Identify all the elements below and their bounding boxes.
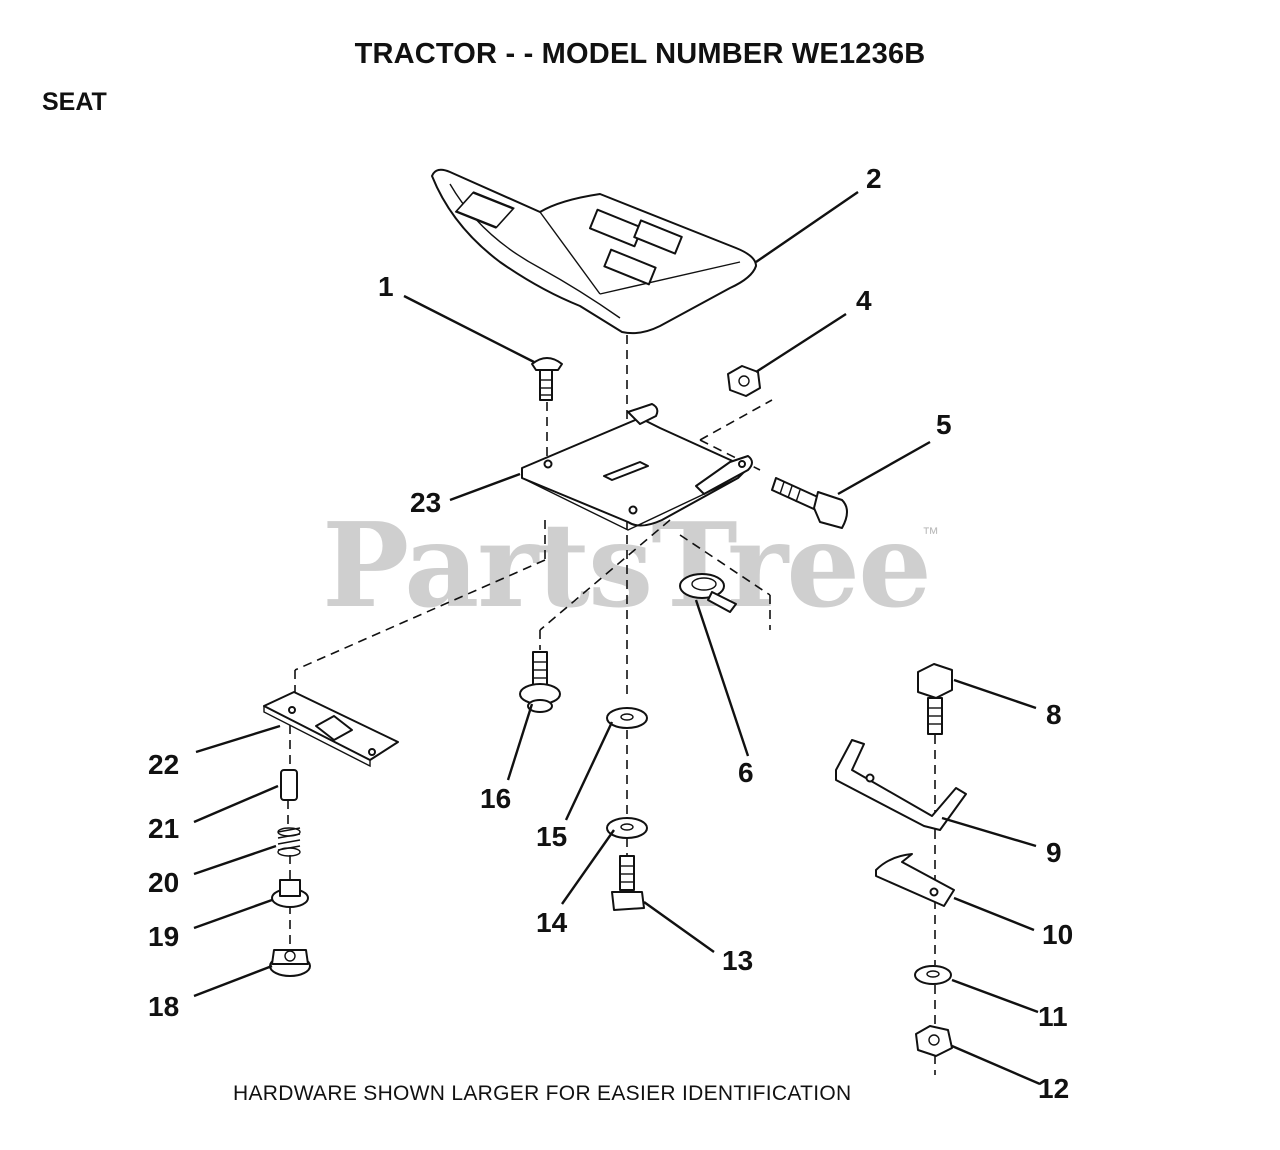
spring-clip-part — [679, 573, 737, 613]
lock-nut-part — [915, 1025, 953, 1057]
flange-nut-part — [269, 949, 311, 977]
callout-22: 22 — [148, 749, 179, 780]
callout-6: 6 — [738, 757, 754, 788]
callout-5: 5 — [936, 409, 952, 440]
trademark-symbol: ™ — [922, 524, 939, 543]
pin-part — [280, 769, 298, 801]
callout-12: 12 — [1038, 1073, 1069, 1104]
slide-bracket-part — [263, 691, 399, 768]
callout-16: 16 — [480, 783, 511, 814]
leader-lines — [193, 191, 1041, 1086]
callout-8: 8 — [1046, 699, 1062, 730]
footer-note: HARDWARE SHOWN LARGER FOR EASIER IDENTIF… — [233, 1082, 852, 1105]
callout-23: 23 — [410, 487, 441, 518]
seat-part — [431, 168, 757, 335]
callout-2: 2 — [866, 163, 882, 194]
callout-9: 9 — [1046, 837, 1062, 868]
callout-14: 14 — [536, 907, 568, 938]
mounting-bracket-part — [835, 739, 967, 831]
callout-10: 10 — [1042, 919, 1073, 950]
callout-11: 11 — [1038, 1001, 1068, 1032]
callout-15: 15 — [536, 821, 567, 852]
callout-13: 13 — [722, 945, 753, 976]
knob-part — [271, 879, 309, 908]
hex-nut-part — [727, 365, 761, 397]
callout-21: 21 — [148, 813, 179, 844]
shoulder-bolt-part — [771, 477, 848, 529]
callout-18: 18 — [148, 991, 179, 1022]
callout-4: 4 — [856, 285, 872, 316]
hex-bolt-part — [611, 855, 645, 911]
spring-part — [277, 827, 301, 857]
washer-part — [914, 965, 952, 985]
callout-19: 19 — [148, 921, 179, 952]
spacer-plate-part — [875, 853, 955, 907]
carriage-bolt-part — [531, 357, 563, 401]
flange-bolt-part — [519, 651, 561, 713]
lock-washer-part — [606, 817, 648, 839]
section-title: SEAT — [42, 88, 107, 116]
hex-cap-screw-part — [917, 663, 953, 735]
page-title: TRACTOR - - MODEL NUMBER WE1236B — [354, 38, 926, 70]
callout-20: 20 — [148, 867, 179, 898]
callout-numbers: 2 1 4 5 23 6 8 9 10 11 12 13 14 15 16 22… — [148, 163, 1073, 1104]
callout-1: 1 — [378, 271, 394, 302]
flat-washer-part — [606, 707, 648, 729]
seat-plate-part — [521, 403, 753, 531]
